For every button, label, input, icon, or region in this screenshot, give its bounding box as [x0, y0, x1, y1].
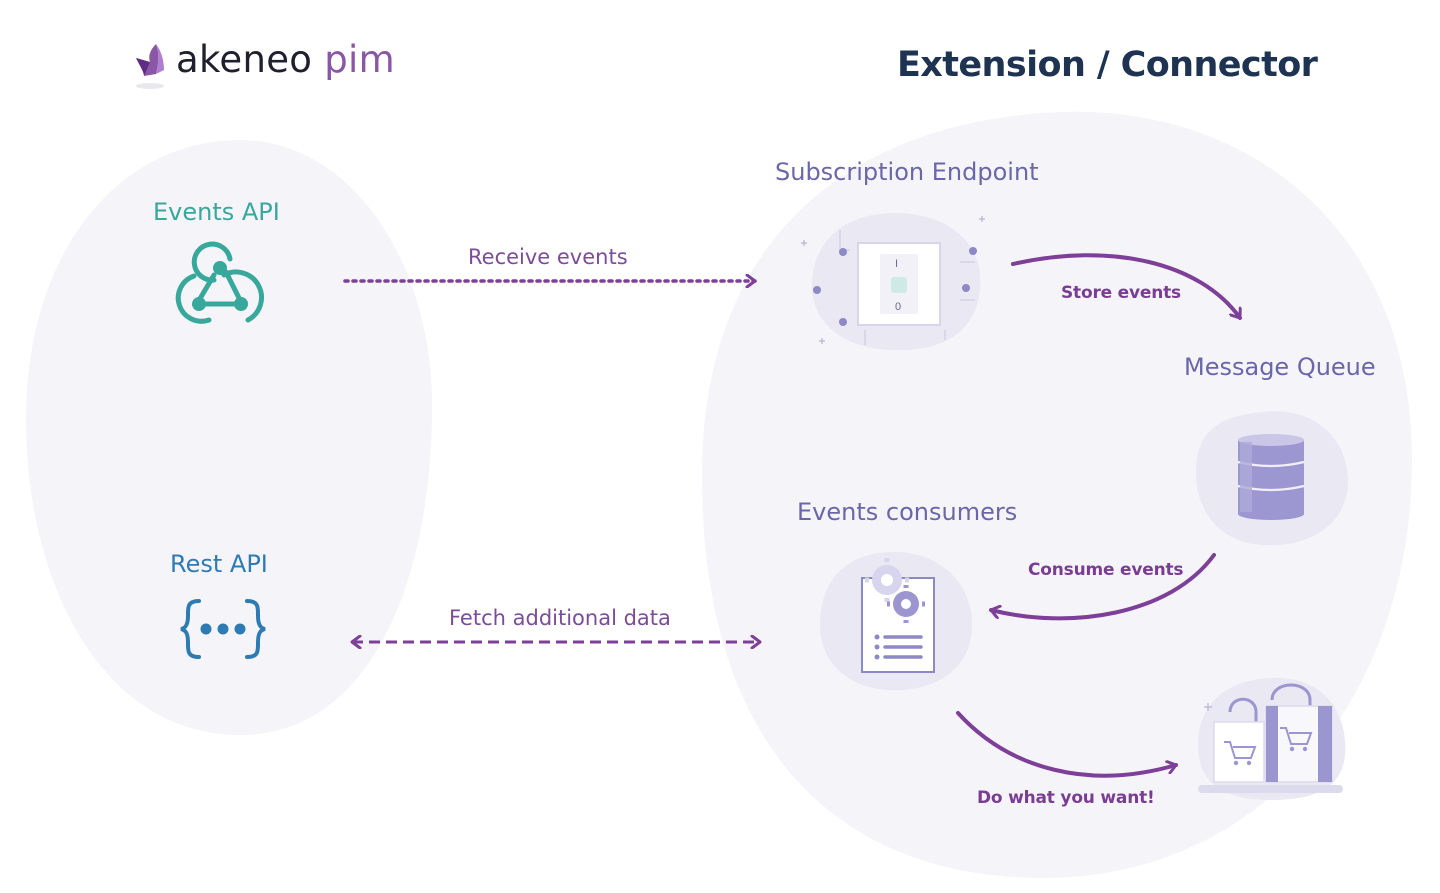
subscription-endpoint-label: Subscription Endpoint — [775, 158, 1039, 186]
switch-on-label: I — [895, 258, 898, 270]
events-api-label: Events API — [153, 198, 280, 226]
shopping-bags-icon — [1198, 677, 1346, 800]
logo-word-pim: pim — [324, 38, 395, 81]
database-icon — [1195, 411, 1349, 546]
diagram-title: Extension / Connector — [897, 45, 1318, 85]
power-switch-icon: I 0 — [801, 213, 985, 351]
receive-events-label: Receive events — [468, 245, 628, 269]
consume-events-label: Consume events — [1028, 560, 1184, 580]
do-what-you-want-arrow — [956, 711, 1178, 778]
events-consumers-label: Events consumers — [797, 498, 1018, 526]
do-what-you-want-label: Do what you want! — [977, 788, 1155, 808]
gear-document-icon — [819, 551, 973, 691]
logo-wordmark: akeneo pim — [176, 38, 395, 81]
rest-api-label: Rest API — [170, 550, 268, 578]
message-queue-label: Message Queue — [1184, 353, 1376, 381]
store-events-label: Store events — [1061, 283, 1181, 303]
pim-zone-blob — [26, 140, 433, 735]
akeneo-logo-icon — [136, 44, 164, 89]
akeneo-pim-logo: akeneo pim — [130, 38, 395, 92]
braces-dots-icon — [180, 599, 266, 659]
store-events-arrow — [1011, 253, 1242, 320]
switch-off-label: 0 — [895, 301, 901, 313]
consume-events-arrow — [989, 553, 1216, 621]
webhook-icon — [175, 241, 264, 324]
fetch-additional-data-label: Fetch additional data — [449, 606, 671, 630]
logo-word-akeneo: akeneo — [176, 38, 313, 81]
